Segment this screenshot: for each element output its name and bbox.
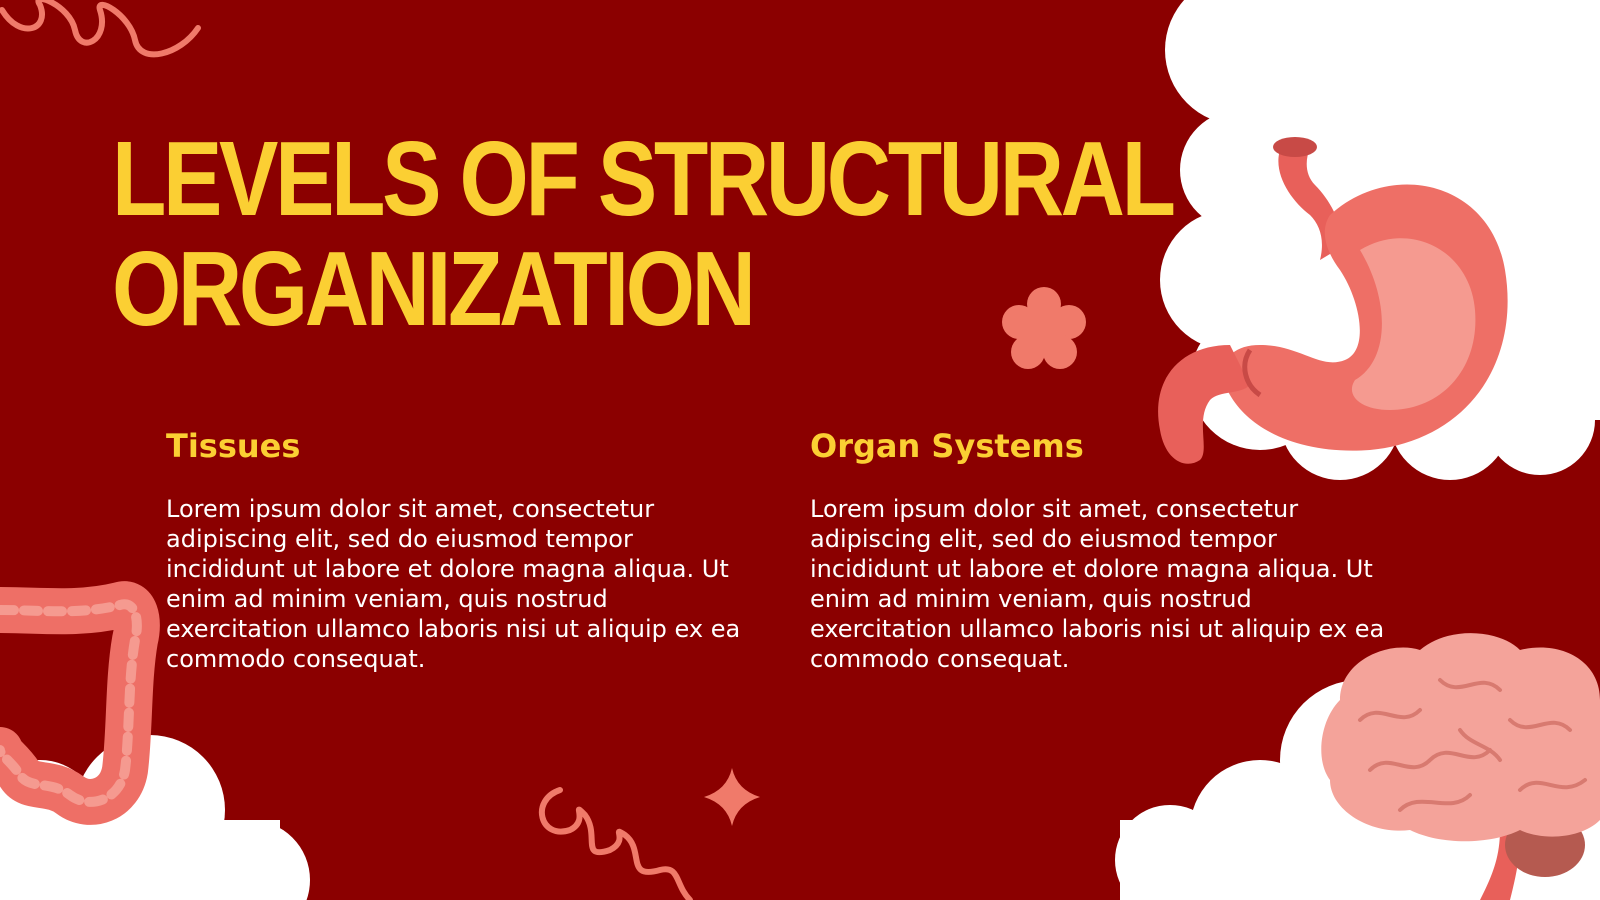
sparkle-icon bbox=[704, 768, 760, 826]
section-heading: Organ Systems bbox=[810, 427, 1084, 465]
section-heading: Tissues bbox=[166, 427, 301, 465]
squiggle-icon bbox=[0, 0, 201, 58]
page-title: LEVELS OF STRUCTURAL ORGANIZATION bbox=[112, 124, 1176, 344]
stomach-icon bbox=[1158, 137, 1508, 464]
squiggle-icon bbox=[539, 787, 693, 900]
flower-icon bbox=[1002, 287, 1086, 369]
title-line-1: LEVELS OF STRUCTURAL bbox=[112, 120, 1176, 238]
title-line-2: ORGANIZATION bbox=[112, 230, 756, 348]
section-body: Lorem ipsum dolor sit amet, consectetur … bbox=[810, 495, 1385, 673]
intestine-icon bbox=[0, 581, 160, 825]
organ-systems-section: Organ Systems Lorem ipsum dolor sit amet… bbox=[810, 424, 1410, 674]
brain-icon bbox=[1321, 633, 1600, 900]
section-body: Lorem ipsum dolor sit amet, consectetur … bbox=[166, 495, 741, 673]
tissues-section: Tissues Lorem ipsum dolor sit amet, cons… bbox=[166, 424, 766, 674]
